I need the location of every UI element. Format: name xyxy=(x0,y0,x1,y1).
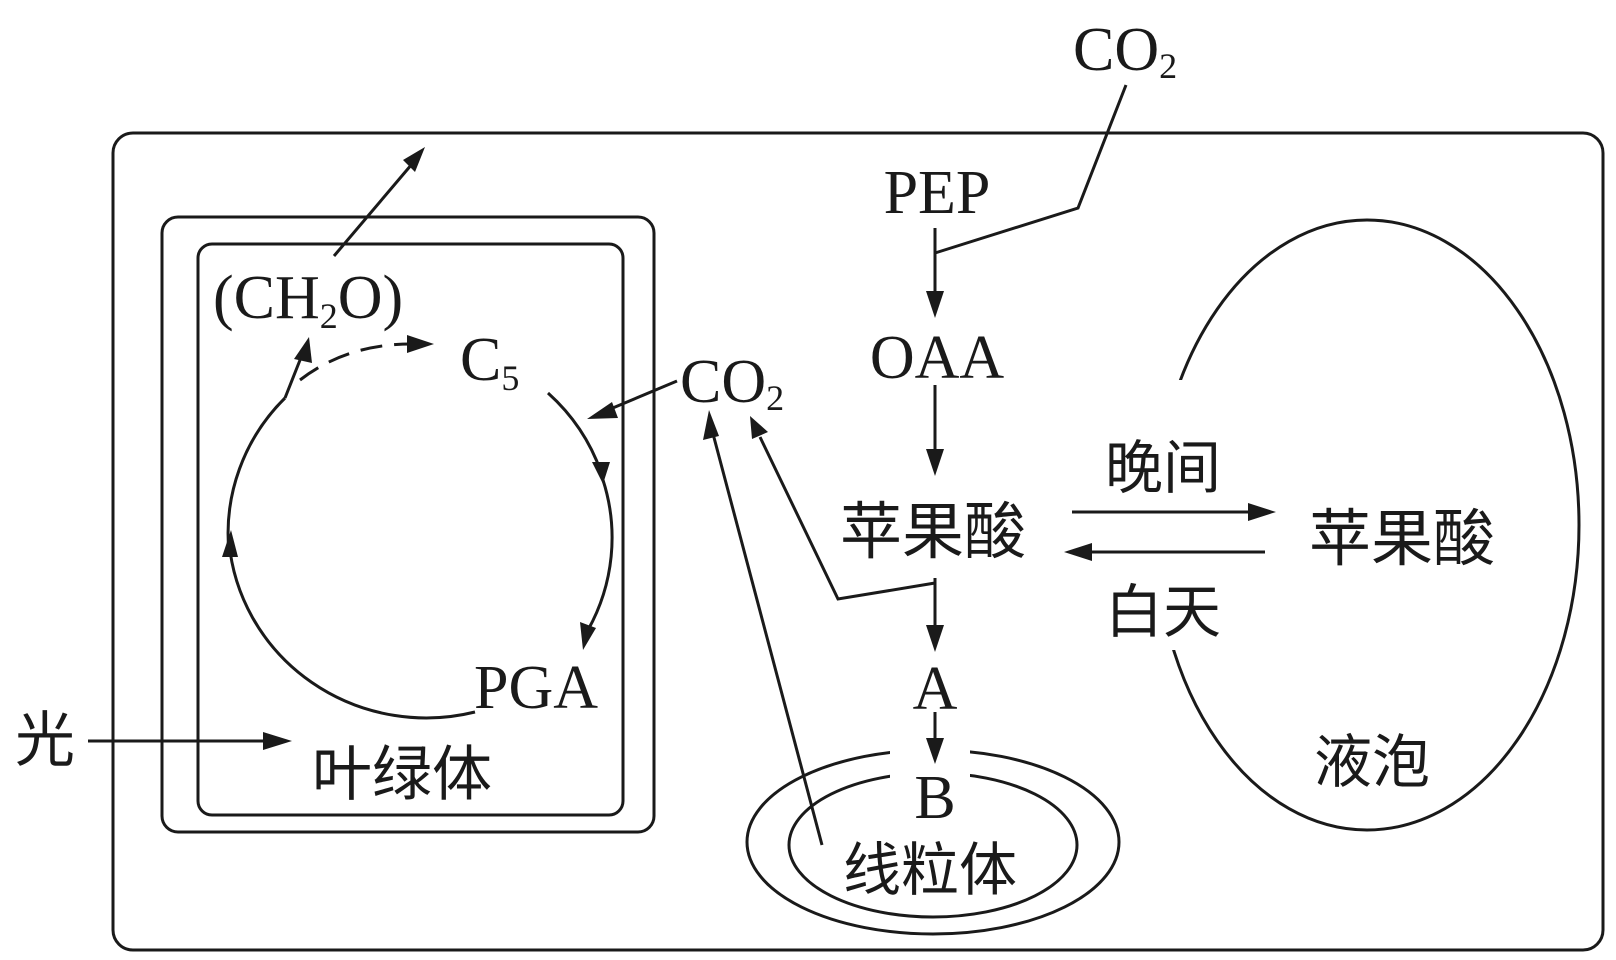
pga-to-c5-arrowhead-left xyxy=(222,530,238,557)
a-to-b-arrowhead xyxy=(926,738,944,764)
mitochondrion-to-co2-line xyxy=(710,429,824,846)
malate-to-a-arrowhead xyxy=(926,625,944,652)
ch2o-export-arrowhead xyxy=(403,147,425,172)
co2-to-cycle-line xyxy=(607,379,678,412)
label-c5: C5 xyxy=(460,326,519,398)
cycle-to-ch2o-line xyxy=(283,354,304,399)
co2-to-cycle-arrowhead xyxy=(587,402,618,419)
label-vacuole: 液泡 xyxy=(1314,728,1430,796)
label-mitochondrion: 线粒体 xyxy=(843,836,1017,904)
c5-to-pga-arrowhead-upper xyxy=(592,462,610,484)
label-ch2o: (CH2O) xyxy=(213,264,403,336)
label-chloroplast: 叶绿体 xyxy=(312,740,492,810)
label-day: 白天 xyxy=(1105,578,1221,646)
label-b: B xyxy=(914,764,955,832)
pep-to-oaa-arrowhead xyxy=(926,291,944,318)
vacuole-label-gap xyxy=(1100,380,1250,650)
oaa-to-malate-arrowhead xyxy=(926,449,944,476)
cell-boundary xyxy=(111,131,1605,952)
label-co2-mid: CO2 xyxy=(680,348,784,418)
label-light: 光 xyxy=(15,706,75,776)
malate-to-co2-arrowhead xyxy=(750,416,768,439)
label-pga: PGA xyxy=(474,654,598,722)
label-night: 晚间 xyxy=(1105,434,1221,502)
label-malate-cytosol: 苹果酸 xyxy=(840,495,1026,568)
label-malate-vacuole: 苹果酸 xyxy=(1309,502,1495,575)
cycle-to-ch2o-arrowhead xyxy=(294,337,312,363)
label-oaa: OAA xyxy=(870,324,1005,392)
label-a: A xyxy=(913,655,958,723)
light-arrowhead xyxy=(263,732,292,750)
regeneration-dashed-arc xyxy=(299,342,416,382)
chloroplast-inner-membrane xyxy=(196,242,625,817)
regeneration-arrowhead xyxy=(407,335,434,353)
malate-to-co2-line xyxy=(758,436,936,601)
mitochondrion-to-co2-arrowhead xyxy=(703,410,719,440)
label-pep: PEP xyxy=(884,159,991,227)
day-arrowhead xyxy=(1064,543,1092,561)
c5-to-pga-arc-lower xyxy=(586,479,614,631)
mitochondrion-label-gap xyxy=(890,748,970,792)
label-co2-top: CO2 xyxy=(1073,16,1177,86)
co2-uptake-line xyxy=(934,84,1128,255)
pga-to-c5-arc-lower xyxy=(227,541,476,720)
c5-to-pga-arrowhead-lower xyxy=(580,622,596,650)
pga-to-c5-arc-upper xyxy=(226,396,287,553)
night-arrowhead xyxy=(1248,503,1276,521)
c5-to-pga-arc-upper xyxy=(546,391,603,473)
ch2o-export-line xyxy=(332,163,414,257)
chloroplast-outer-membrane xyxy=(160,215,656,834)
